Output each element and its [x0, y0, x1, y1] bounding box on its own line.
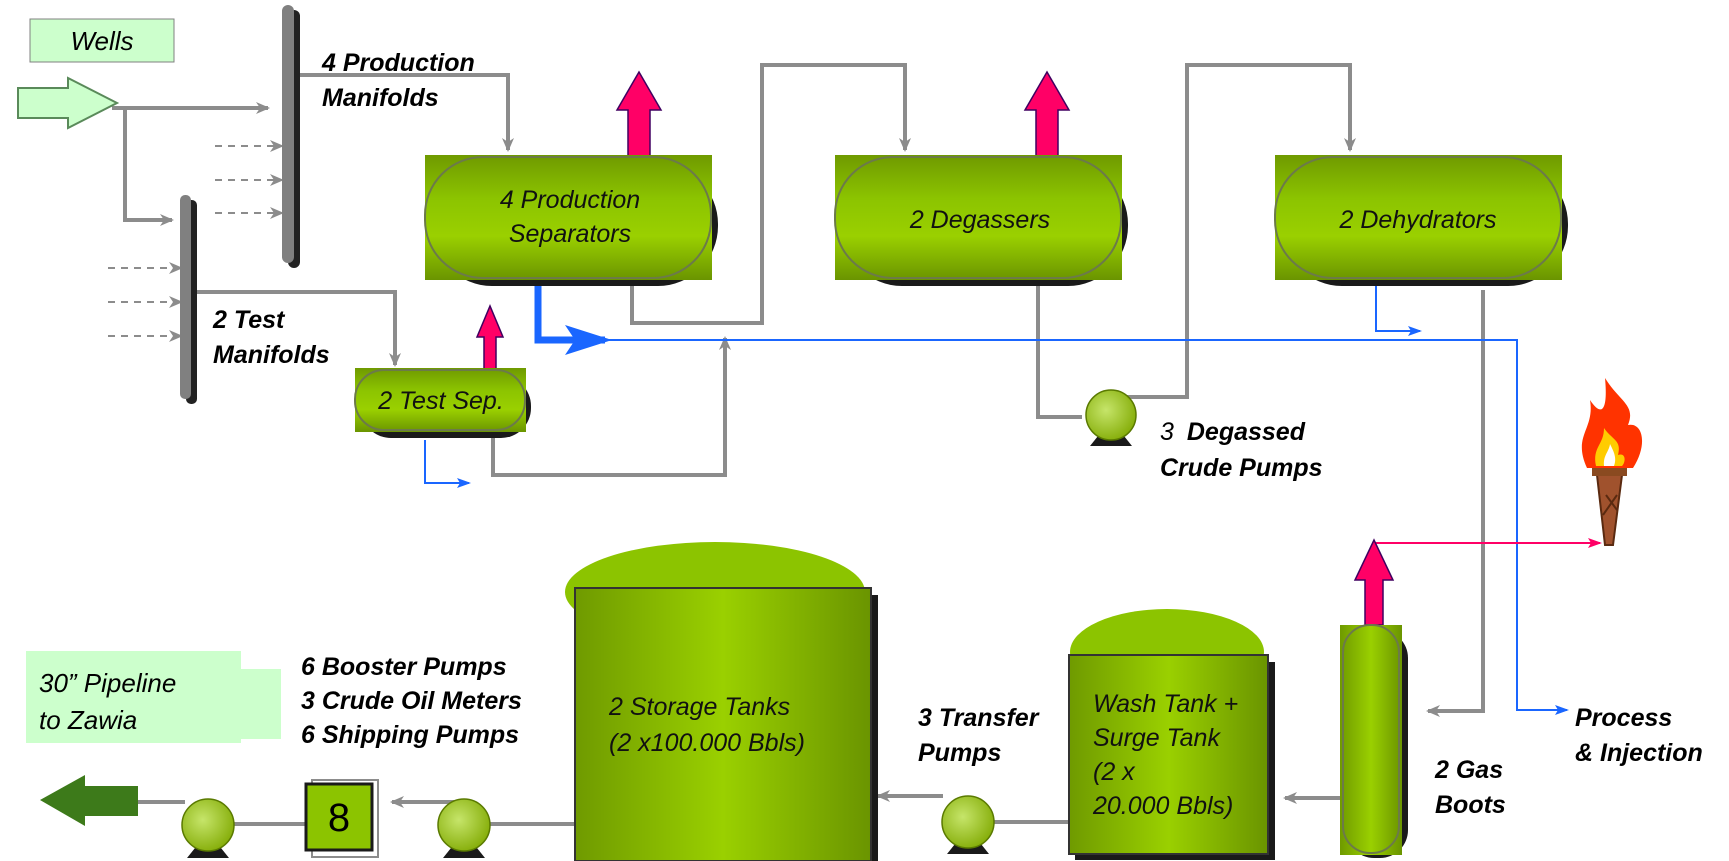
- water-lines: [424, 285, 1569, 715]
- transfer-pumps-label-2: Pumps: [918, 739, 1001, 767]
- degassers: [835, 155, 1122, 280]
- pipeline-label-1: 30” Pipeline: [39, 668, 176, 698]
- degassed-crude-pumps-line1: Degassed: [1187, 418, 1306, 446]
- production-separators: [425, 155, 712, 280]
- meter-count: 8: [328, 796, 350, 840]
- separator-gas-arrow: [615, 70, 663, 161]
- flare-stack: [1592, 466, 1627, 546]
- degasser-gas-arrow: [1023, 70, 1071, 161]
- degasser-to-pump-pipe: [1036, 285, 1082, 419]
- pump-to-dehydrator-pipe: [1108, 63, 1356, 399]
- gas-boots: [1340, 625, 1402, 855]
- export-arrow: [40, 775, 138, 826]
- process-injection-label-1: Process: [1575, 704, 1672, 732]
- production-separators-label-2: Separators: [509, 220, 631, 248]
- test-sep-gas-arrow: [475, 304, 505, 376]
- booster-group-label-3: 6 Shipping Pumps: [301, 721, 519, 749]
- production-manifold-to-separator-pipe: [282, 73, 514, 152]
- wash-tank: [1068, 654, 1269, 855]
- test-manifold: [180, 195, 191, 399]
- test-separator-outline: [354, 369, 526, 431]
- pipeline-label-2: to Zawia: [39, 705, 137, 735]
- pipes: [112, 63, 1485, 826]
- dashed-inflows: [108, 140, 284, 342]
- gas-boots-label-2: Boots: [1435, 791, 1506, 819]
- wells-to-test-manifold-pipe: [123, 108, 174, 226]
- booster-pump: [437, 798, 491, 858]
- wash-tank-label-2: Surge Tank: [1093, 724, 1221, 752]
- wells-label: Wells: [70, 26, 133, 56]
- booster-group-label-1: 6 Booster Pumps: [301, 653, 507, 681]
- wash-tank-label-1: Wash Tank +: [1093, 690, 1238, 718]
- test-manifold-to-test-sep-pipe: [184, 290, 401, 367]
- gas-boots-label-1: 2 Gas: [1434, 756, 1503, 784]
- storage-tanks-label-2: (2 x100.000 Bbls): [609, 729, 805, 757]
- water-header: [600, 339, 1569, 715]
- shipping-pump: [181, 798, 235, 858]
- degassed-crude-pumps-label-2: Crude Pumps: [1160, 454, 1323, 482]
- production-manifolds-label-1: 4 Production: [321, 49, 475, 77]
- separator-to-degasser-pipe: [630, 63, 911, 325]
- dehydrators: [1275, 155, 1562, 280]
- wells-box: Wells: [29, 18, 175, 63]
- separator-water-arrowhead: [565, 325, 612, 355]
- production-manifolds-label-2: Manifolds: [322, 84, 439, 112]
- dehydrator-to-gas-boot-pipe: [1426, 290, 1485, 717]
- degassed-crude-pumps-count: 3: [1160, 418, 1174, 446]
- test-manifolds-label-2: Manifolds: [213, 341, 330, 369]
- degassed-crude-pumps-label-1: 3 Degassed: [1160, 418, 1306, 446]
- gas-outlet-arrows: [475, 70, 1395, 626]
- test-separator: [355, 368, 526, 432]
- wells-inflow-arrow: [17, 76, 120, 130]
- wash-tank-label-4: 20.000 Bbls): [1092, 792, 1233, 820]
- production-manifold: [282, 5, 294, 263]
- production-separators-outline: [424, 156, 712, 279]
- production-separators-label-1: 4 Production: [500, 186, 640, 214]
- dehydrators-label: 2 Dehydrators: [1338, 206, 1496, 234]
- test-manifolds-label-1: 2 Test: [212, 306, 286, 334]
- storage-tanks-label-1: 2 Storage Tanks: [608, 693, 790, 721]
- gas-boot-gas-arrow: [1353, 538, 1395, 626]
- storage-tanks: [574, 587, 872, 861]
- test-sep-oil-pipe: [491, 336, 731, 477]
- process-injection-label-2: & Injection: [1575, 739, 1703, 767]
- test-separator-label: 2 Test Sep.: [377, 387, 504, 415]
- dehydrators-outline: [1274, 156, 1562, 279]
- dehydrator-water-pipe: [1375, 285, 1422, 336]
- test-sep-water-pipe: [424, 440, 471, 488]
- degassers-label: 2 Degassers: [909, 206, 1050, 234]
- degassers-outline: [834, 156, 1122, 279]
- wash-tank-label-3: (2 x: [1093, 758, 1136, 786]
- pipeline-box: 30” Pipeline to Zawia: [26, 651, 281, 743]
- gas-boots-outline: [1342, 624, 1400, 854]
- booster-group-label-2: 3 Crude Oil Meters: [301, 687, 522, 715]
- transfer-pump: [941, 795, 995, 854]
- meter: [304, 782, 374, 852]
- degassed-crude-pump: [1085, 389, 1137, 446]
- flare-flame: [1581, 378, 1643, 468]
- transfer-pumps-label-1: 3 Transfer: [918, 704, 1040, 732]
